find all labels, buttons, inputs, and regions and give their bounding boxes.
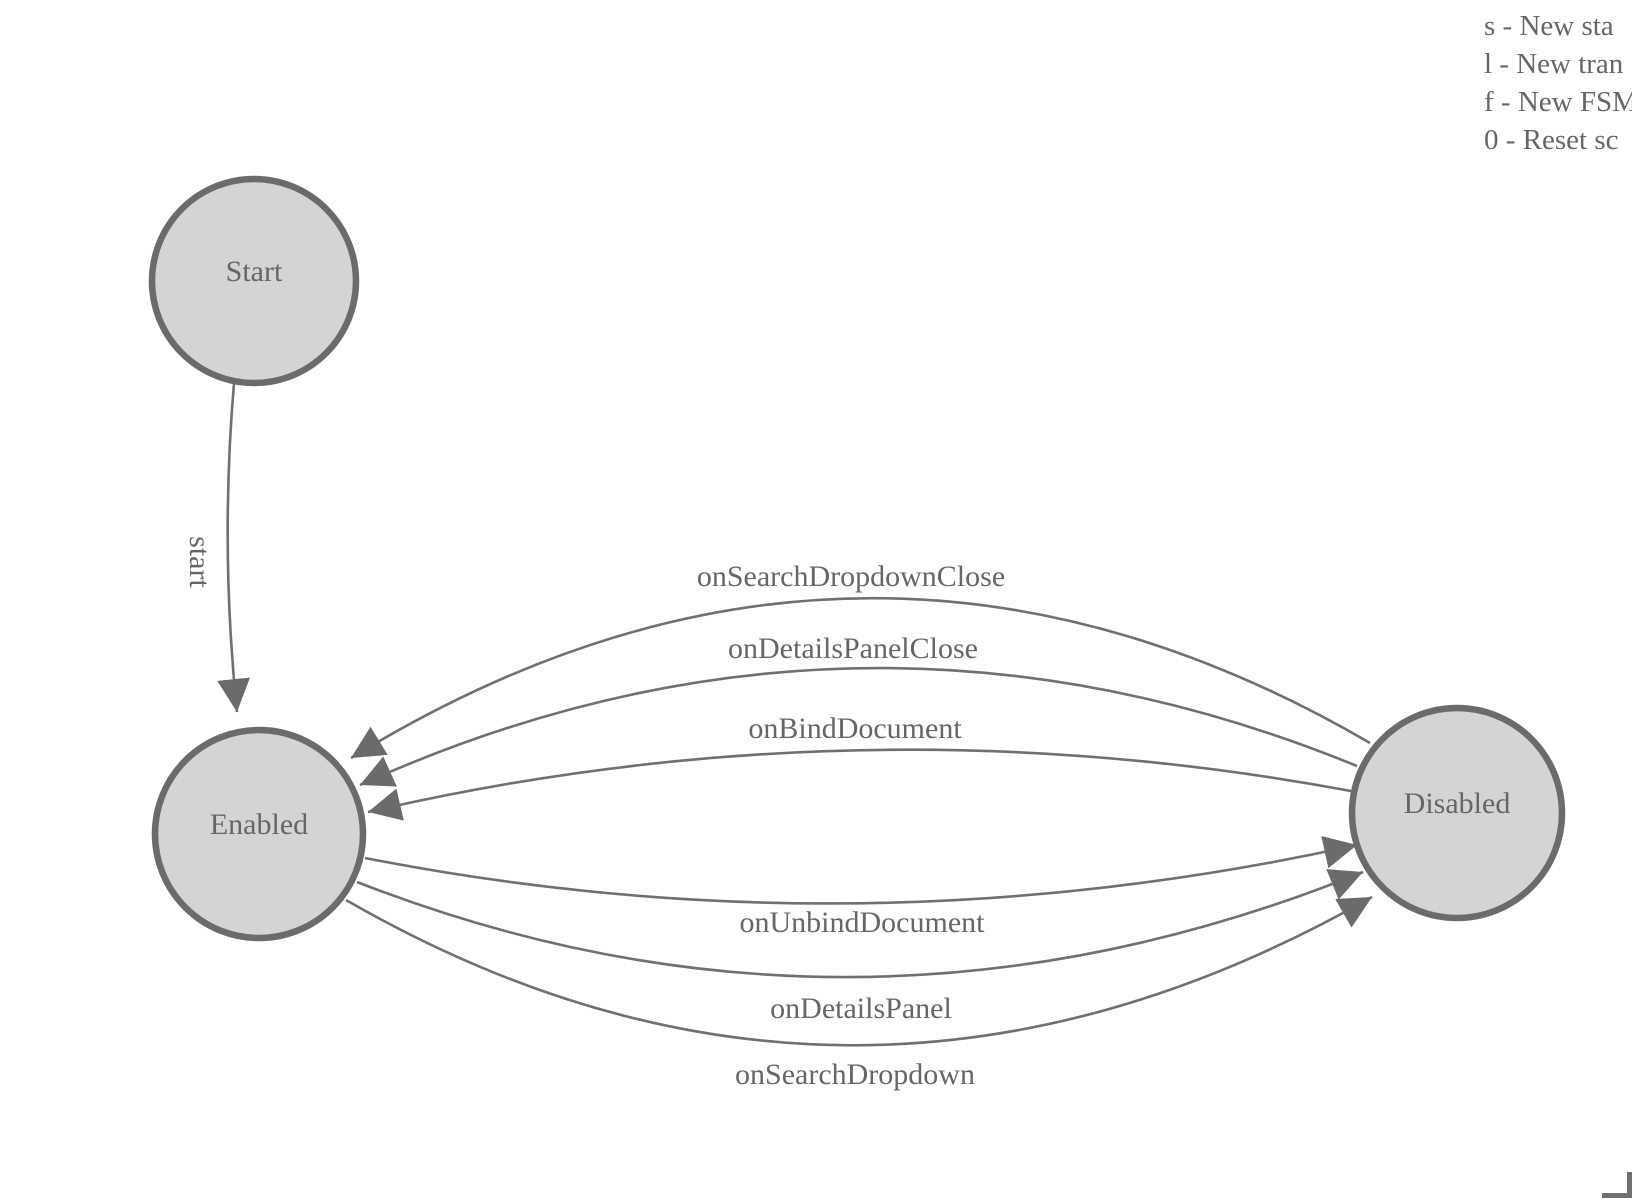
- legend-line-new-fsm: f - New FSM: [1484, 86, 1632, 118]
- transition-label-onbinddocument[interactable]: onBindDocument: [748, 712, 962, 745]
- legend-line-new-state: s - New sta: [1484, 10, 1614, 42]
- transition-onsearchdropdownclose[interactable]: [350, 596, 1371, 760]
- transition-label-onsearchdropdownclose[interactable]: onSearchDropdownClose: [697, 560, 1005, 593]
- state-enabled[interactable]: [151, 726, 367, 942]
- transition-label-start[interactable]: start: [183, 536, 216, 588]
- transition-onunbinddocument[interactable]: [364, 835, 1358, 905]
- transitions-layer: [217, 382, 1373, 1047]
- state-start[interactable]: [148, 175, 360, 387]
- legend-line-reset: 0 - Reset sc: [1484, 124, 1619, 156]
- shortcut-legend: s - New sta l - New tran f - New FSM 0 -…: [1484, 7, 1632, 159]
- state-disabled[interactable]: [1348, 704, 1566, 922]
- corner-bracket-horizontal: [1602, 1193, 1632, 1198]
- labels-layer: start onSearchDropdownClose onDetailsPanel…: [183, 255, 1510, 1091]
- transition-label-ondetailspanelclose[interactable]: onDetailsPanelClose: [728, 632, 978, 665]
- state-label-start[interactable]: Start: [226, 255, 283, 288]
- transition-ondetailspanelclose[interactable]: [359, 666, 1358, 787]
- transition-onsearchdropdown[interactable]: [345, 895, 1373, 1047]
- transition-start[interactable]: [217, 382, 251, 713]
- transition-label-onunbinddocument[interactable]: onUnbindDocument: [740, 906, 986, 939]
- state-label-disabled[interactable]: Disabled: [1404, 787, 1511, 820]
- transition-ondetailspanel[interactable]: [356, 869, 1364, 979]
- legend-line-new-transition: l - New tran: [1484, 48, 1624, 80]
- transition-onbinddocument[interactable]: [367, 748, 1352, 821]
- transition-label-onsearchdropdown[interactable]: onSearchDropdown: [735, 1058, 975, 1091]
- corner-bracket-vertical: [1627, 1172, 1632, 1198]
- state-label-enabled[interactable]: Enabled: [210, 808, 308, 841]
- states-layer: [148, 175, 1566, 942]
- transition-label-ondetailspanel[interactable]: onDetailsPanel: [770, 992, 952, 1025]
